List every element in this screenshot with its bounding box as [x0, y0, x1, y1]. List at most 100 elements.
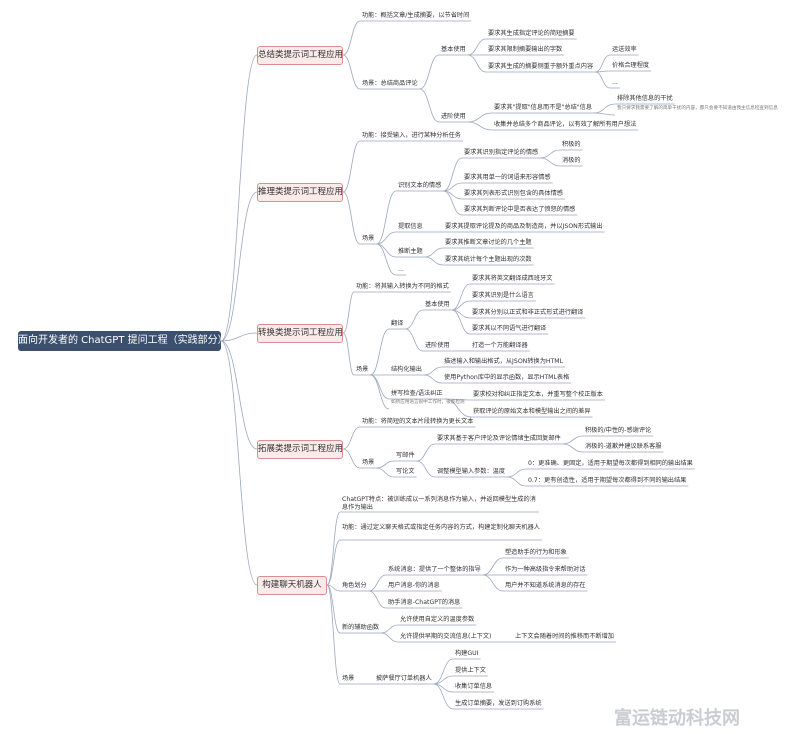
mindmap-node[interactable]: 系统消息：提供了一个整体的指导 — [388, 566, 481, 573]
mindmap-node[interactable]: 收集订单信息 — [455, 683, 493, 690]
mindmap-node[interactable]: 0：更准确、更固定，适用于期望每次都得到相同的输出结果 — [528, 460, 693, 467]
connector-line — [423, 366, 443, 376]
connector-line — [507, 476, 527, 487]
mindmap-node[interactable]: 要求其基于客户评论及评论情绪生成回复邮件 — [437, 435, 561, 442]
mindmap-node[interactable]: 价格合理程度 — [612, 62, 650, 69]
mindmap-node[interactable]: 推断主题 — [398, 248, 423, 255]
mindmap-node[interactable]: 收集并总结多个商品评论，以有效了解所有用户想法 — [494, 121, 637, 128]
category-node[interactable]: 推理类提示词工程应用 — [257, 183, 343, 202]
mindmap-node[interactable]: 要求其生成的摘要侧重于额外重点内容 — [488, 63, 594, 70]
connector-line — [482, 574, 504, 592]
connector-line — [342, 332, 355, 376]
connector-line — [467, 112, 493, 123]
connector-line — [342, 20, 361, 56]
mindmap-node[interactable]: 要求其以不同语气进行翻译 — [472, 325, 547, 332]
connector-line — [376, 231, 397, 245]
mindmap-node[interactable]: 要求其识别是什么语言 — [472, 292, 534, 299]
mindmap-node[interactable]: 要求其"提取"信息而不是"总结"信息 — [494, 104, 593, 111]
mindmap-node[interactable]: 提供上下文 — [455, 667, 486, 674]
connector-line — [220, 340, 258, 450]
mindmap-node[interactable]: 积极的 — [562, 141, 581, 148]
mindmap-node[interactable]: 要求其用单一的词语来形容情感 — [464, 174, 551, 181]
mindmap-node[interactable]: 助手消息-ChatGPT的消息 — [388, 599, 461, 606]
connector-line — [507, 468, 527, 478]
mindmap-node[interactable]: 写论文 — [396, 468, 415, 475]
mindmap-node[interactable]: 功能：通过定义聊天格式或指定任务内容的方式，构建定制化聊天机器人 — [342, 524, 540, 531]
connector-line — [342, 291, 355, 334]
category-node[interactable]: 拓展类提示词工程应用 — [257, 440, 343, 459]
mindmap-node[interactable]: 要求其限制摘要输出的字数 — [488, 46, 563, 53]
connector-line — [326, 584, 341, 634]
mindmap-node[interactable]: 消极的 — [562, 157, 581, 164]
mindmap-node[interactable]: 场景 — [362, 459, 375, 466]
mindmap-node[interactable]: 运送效率 — [612, 46, 637, 53]
mindmap-node[interactable]: ... — [612, 79, 618, 86]
connector-line — [376, 243, 397, 258]
mindmap-node[interactable]: ChatGPT特点：被训练成以一系列消息作为输入，并返回模型生成的消息作为输出 — [342, 496, 536, 511]
mindmap-node[interactable]: 角色划分 — [342, 582, 367, 589]
mindmap-node[interactable]: 排除其他信息的干扰 — [617, 95, 673, 102]
mindmap-node[interactable]: 上下文会随着时间的推移而不断增加 — [515, 633, 614, 640]
mindmap-node[interactable]: 基本使用 — [441, 46, 466, 53]
category-node[interactable]: 总结类提示词工程应用 — [257, 46, 343, 65]
category-node[interactable]: 转换类提示词工程应用 — [257, 324, 343, 343]
mindmap-node[interactable]: 生成订单摘要，发送到订购系统 — [455, 700, 542, 707]
mindmap-node[interactable]: 要求其分别以正式和非正式形式进行翻译 — [472, 309, 584, 316]
mindmap-node[interactable]: 识别文本的情感 — [398, 182, 442, 189]
connector-line — [540, 149, 561, 159]
connector-line — [342, 54, 361, 90]
node-note[interactable]: 如所应用语言很中工作时，很能检测 — [391, 400, 465, 405]
mindmap-node[interactable]: 调整模型输入参数：温度 — [437, 468, 506, 475]
mindmap-node[interactable]: 描述输入和输出格式，从JSON转换为HTML — [444, 358, 564, 365]
mindmap-node[interactable]: 积极的/中性的-感谢评论 — [585, 427, 652, 434]
mindmap-node[interactable]: 消极的-道歉并建议联系客服 — [585, 443, 662, 450]
mindmap-node[interactable]: 场景 — [342, 675, 355, 682]
mindmap-node[interactable]: 使用Python库中的显示函数，显示HTML表格 — [444, 374, 570, 381]
mindmap-node[interactable]: 场景 — [356, 366, 369, 373]
mindmap-node[interactable]: 进阶使用 — [441, 113, 466, 120]
mindmap-node[interactable]: 打造一个万能翻译器 — [472, 342, 528, 349]
connector-line — [443, 157, 463, 192]
mindmap-node[interactable]: 场景：总结商品评论 — [362, 80, 418, 87]
mindmap-node[interactable]: 要求其列表形式识别包含的具体情感 — [464, 190, 563, 197]
mindmap-node[interactable]: 基本使用 — [425, 301, 450, 308]
connector-line — [467, 38, 487, 56]
mindmap-node[interactable]: 塑造助手的行为和形象 — [505, 549, 567, 556]
mindmap-node[interactable]: 拼写检查/语法纠正 — [391, 390, 443, 397]
mindmap-node[interactable]: 要求校对和纠正指定文本，并重写整个校正版本 — [473, 391, 603, 398]
mindmap-node[interactable]: 功能：将其输入转换为不同的格式 — [356, 283, 449, 290]
root-topic[interactable]: 面向开发者的 ChatGPT 提问工程（实践部分） — [18, 331, 228, 351]
mindmap-node[interactable]: 功能：接受输入，进行某种分析任务 — [362, 132, 461, 139]
mindmap-node[interactable]: 提取信息 — [398, 223, 423, 230]
mindmap-node[interactable]: 功能：概括文章/生成摘要，以节省时间 — [362, 12, 470, 19]
mindmap-node[interactable]: 要求其判断评论中是否表达了愤怒的情感 — [464, 206, 576, 213]
mindmap-node[interactable]: 披萨餐厅订单机器人 — [376, 675, 432, 682]
connector-line — [220, 191, 258, 342]
mindmap-node[interactable]: 允许提供早期的交流信息(上下文) — [400, 633, 492, 640]
mindmap-node[interactable]: 用户消息-你的消息 — [388, 582, 440, 589]
mindmap-node[interactable]: 翻译 — [391, 320, 404, 327]
mindmap-node[interactable]: 要求其推断文章讨论的几个主题 — [445, 239, 532, 246]
mindmap-node[interactable]: 要求其统计每个主题出现的次数 — [445, 256, 532, 263]
mindmap-node[interactable]: 0.7：更有创造性，适用于期望每次都得到不同的输出结果 — [528, 477, 687, 484]
mindmap-node[interactable]: ... — [398, 266, 404, 273]
mindmap-node[interactable]: 进阶使用 — [425, 342, 450, 349]
mindmap-node[interactable]: 要求其将英文翻译成西班牙文 — [472, 275, 553, 282]
mindmap-node[interactable]: 场景 — [362, 235, 375, 242]
mindmap-node[interactable]: 要求其识别指定评论的情感 — [464, 149, 539, 156]
mindmap-node[interactable]: 要求其生成指定评论的简短摘要 — [488, 30, 575, 37]
connector-line — [381, 632, 399, 643]
node-note[interactable]: 我只要求我需要了解的简单干扰的内容，都只会要不知道由我主信息检查到信息 — [617, 106, 778, 111]
mindmap-node[interactable]: 获取评论的原始文本和模型输出之间的差异 — [473, 408, 591, 415]
mindmap-node[interactable]: 作为一种高级指令来帮助对话 — [505, 566, 586, 573]
mindmap-node[interactable]: 要求其提取评论提及的商品及制造商，并以JSON形式输出 — [445, 223, 603, 230]
category-node[interactable]: 构建聊天机器人 — [257, 576, 327, 595]
mindmap-node[interactable]: 新的辅助函数 — [342, 624, 380, 631]
mindmap-node[interactable]: 功能：将简短的文本片段转换为更长文本 — [362, 418, 474, 425]
mindmap-node[interactable]: 允许使用自定义的温度参数 — [400, 616, 475, 623]
mindmap-node[interactable]: 结构化输出 — [391, 366, 422, 373]
mindmap-node[interactable]: 构建GUI — [455, 650, 479, 657]
mindmap-node[interactable]: 写邮件 — [396, 452, 415, 459]
connector-line — [326, 584, 341, 685]
mindmap-node[interactable]: 用户并不知道系统消息的存在 — [505, 582, 586, 589]
